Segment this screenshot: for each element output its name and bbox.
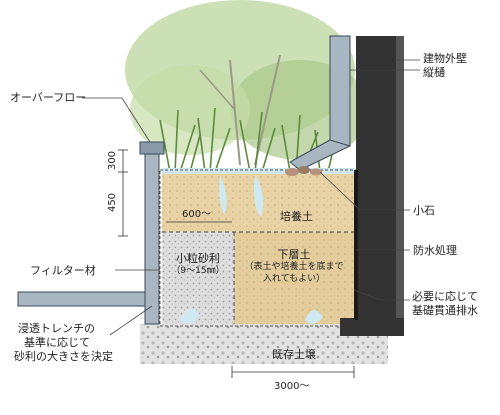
subsoil-note-2: 入れてもよい）	[262, 274, 326, 284]
filter-boundary	[159, 169, 357, 327]
building-wall	[340, 36, 404, 336]
dim-bed-width: 3000～	[274, 381, 310, 392]
dim-gravel-width: 600～	[182, 209, 212, 220]
gravel-size: （9～15㎜）	[171, 266, 225, 276]
trench-note-3: 砂利の大きさを決定	[14, 350, 113, 363]
gravel-title: 小粒砂利	[176, 252, 220, 265]
planting-soil-label: 培養土	[280, 210, 313, 223]
pebbles	[285, 166, 322, 176]
drain-note-2: 基礎貫通排水	[412, 304, 478, 317]
wall-label: 建物外壁	[423, 52, 467, 65]
downpipe-label: 縦樋	[423, 66, 445, 79]
existing-soil-label: 既存土壌	[272, 348, 316, 361]
pebbles-label: 小石	[413, 204, 435, 217]
trench-note-1: 浸透トレンチの	[18, 322, 95, 335]
downpipe-gutter	[289, 35, 352, 171]
drain-note-1: 必要に応じて	[412, 290, 478, 303]
leader-lines	[82, 59, 420, 336]
overflow-pipe	[17, 141, 165, 325]
waterproofing-label: 防水処理	[413, 244, 457, 257]
infiltration-water	[180, 175, 323, 324]
subsoil-note-1: （表土や培養土を底まで	[244, 262, 344, 272]
dim-soil-depth: 450	[107, 192, 119, 213]
trench-note-2: 基準に応じて	[24, 336, 90, 349]
overflow-label: オーバーフロー	[10, 91, 87, 104]
subsoil-title: 下層土	[277, 248, 311, 261]
dimension-lines	[118, 149, 355, 378]
dim-overflow-height: 300	[107, 150, 119, 171]
filter-label: フィルター材	[30, 264, 96, 277]
